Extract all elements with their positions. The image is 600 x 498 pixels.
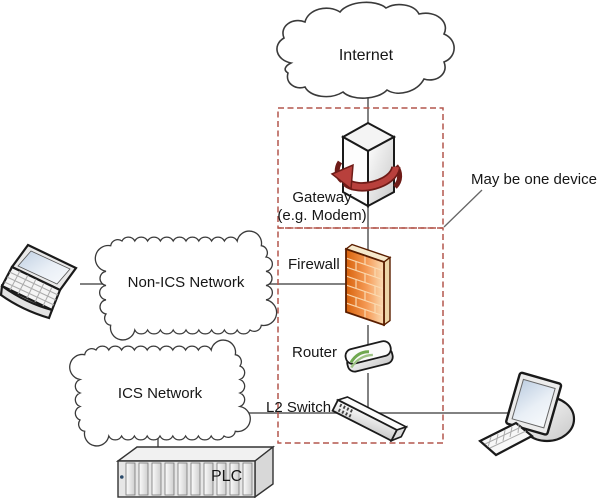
switch-ports bbox=[337, 403, 353, 418]
label-plc: PLC bbox=[211, 468, 243, 485]
firewall-icon bbox=[344, 243, 392, 327]
plc-icon bbox=[115, 445, 276, 498]
callout-line bbox=[443, 189, 483, 228]
label-l2-switch: L2 Switch bbox=[266, 399, 332, 416]
label-ics-network: ICS Network bbox=[117, 385, 203, 402]
internet-cloud bbox=[276, 1, 455, 99]
l2-switch-icon bbox=[331, 396, 409, 443]
monitor-screen bbox=[511, 378, 556, 429]
non-ics-network-cloud bbox=[94, 230, 278, 341]
label-gateway: Gateway (e.g. Modem) bbox=[272, 189, 372, 225]
monitor bbox=[505, 371, 563, 436]
router-icon bbox=[344, 340, 394, 373]
label-gateway-line1: Gateway bbox=[292, 189, 352, 206]
plc-modules bbox=[120, 462, 253, 496]
label-router: Router bbox=[292, 344, 338, 361]
keyboard-icon bbox=[478, 421, 534, 457]
label-may-be-one-device: May be one device bbox=[471, 171, 597, 188]
label-gateway-line2: (e.g. Modem) bbox=[277, 207, 367, 224]
modem-arrow-icon bbox=[330, 160, 403, 192]
label-firewall: Firewall bbox=[288, 256, 340, 273]
laptop-screen bbox=[17, 250, 71, 285]
label-non-ics-network: Non-ICS Network bbox=[127, 274, 245, 291]
gateway-modem-icon bbox=[330, 121, 403, 208]
brick-lines bbox=[347, 255, 383, 319]
laptop-keys bbox=[4, 270, 59, 307]
laptop-icon bbox=[0, 243, 78, 320]
desktop-computer-icon bbox=[478, 371, 576, 457]
label-internet: Internet bbox=[338, 47, 394, 64]
ics-network-cloud bbox=[69, 339, 251, 447]
